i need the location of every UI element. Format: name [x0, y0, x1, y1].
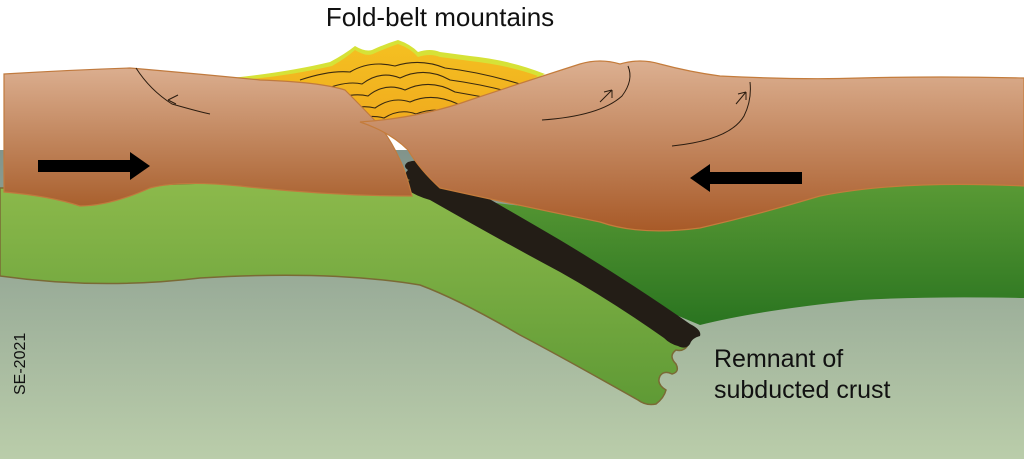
- subducted-crust-remnant: [405, 160, 701, 348]
- fold-lines: [299, 61, 521, 121]
- credit-text: SE-2021: [12, 332, 29, 395]
- right-plate-arrow: [690, 164, 802, 192]
- remnant-label-line-2: subducted crust: [714, 376, 891, 404]
- thrust-lines: [135, 65, 751, 147]
- left-plate-arrow: [38, 152, 150, 180]
- right-continental-crust: [359, 60, 1024, 232]
- diagram-title: Fold-belt mountains: [325, 2, 555, 32]
- remnant-label-line-1: Remnant of: [714, 345, 844, 373]
- remnant-label: Remnant of subducted crust: [714, 344, 891, 406]
